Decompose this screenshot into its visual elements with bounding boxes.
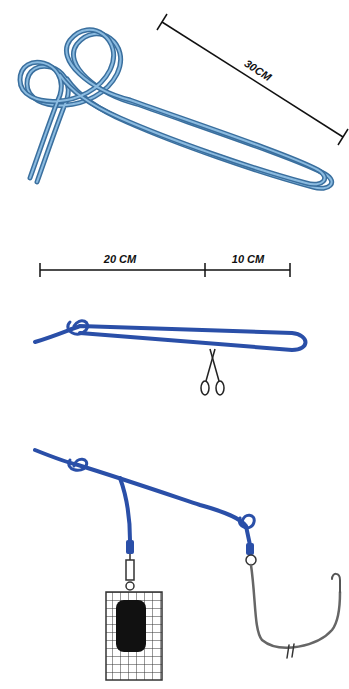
dimension-label: 10 CM — [230, 253, 266, 266]
loop-knot-line — [20, 30, 332, 189]
feeder-cage — [106, 592, 162, 680]
dimension-line — [40, 263, 290, 277]
main-line — [35, 450, 254, 545]
dimension-line — [157, 14, 348, 145]
doubled-line — [35, 321, 306, 350]
hook-swivel — [246, 543, 256, 565]
scissors — [201, 349, 224, 395]
dimension-label: 30CM — [240, 56, 275, 85]
hook-link — [251, 565, 340, 658]
feeder-swivel — [126, 540, 134, 590]
dimension-label: 20 CM — [102, 253, 138, 266]
